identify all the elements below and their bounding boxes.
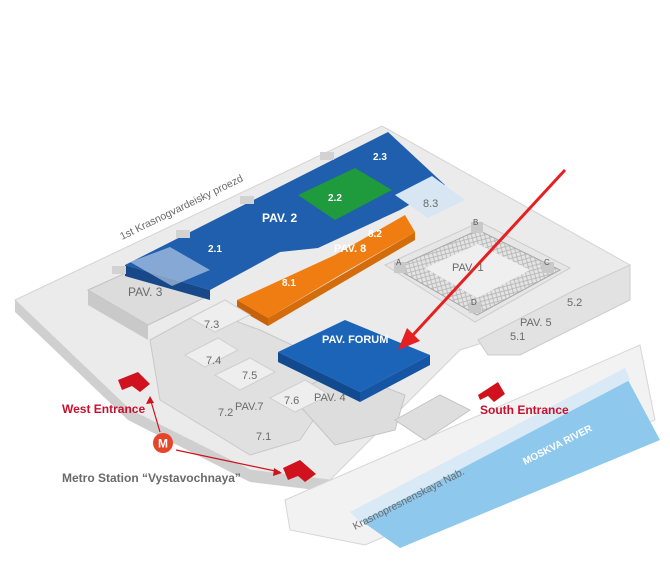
- pointer-arrow-head: [398, 328, 420, 350]
- pav1-tower-d: D: [471, 298, 477, 307]
- pavilion-8-front: [237, 300, 268, 326]
- metro-logo-icon[interactable]: [153, 433, 173, 453]
- pavilion-forum[interactable]: [278, 320, 430, 392]
- hall-8-1-label: 8.1: [282, 278, 296, 289]
- pointer-arrow-line: [410, 168, 567, 338]
- pavilion-8-front-right: [268, 232, 415, 326]
- metro-entrance-marker[interactable]: [283, 460, 316, 482]
- pavilion-8[interactable]: [237, 215, 415, 318]
- hall-8-2-label: 8.2: [368, 229, 382, 240]
- roof-unit: [320, 152, 334, 160]
- south-entrance-marker[interactable]: [478, 382, 505, 402]
- pavilion-2[interactable]: [125, 132, 445, 290]
- west-entrance-label[interactable]: West Entrance: [62, 402, 145, 416]
- pav2-label: PAV. 2: [262, 211, 297, 225]
- pav1-label: PAV. 1: [452, 262, 484, 274]
- roof-unit: [112, 266, 126, 274]
- hall-7-3-label: 7.3: [204, 319, 219, 331]
- metro-logo-letter: M: [158, 437, 168, 451]
- metro-path-west: [149, 397, 161, 433]
- south-building: [394, 394, 471, 441]
- metro-station-label[interactable]: Metro Station “Vystavochnaya”: [62, 471, 241, 485]
- metro-path-east: [175, 449, 281, 473]
- roof-unit: [176, 230, 190, 238]
- hall-2-2[interactable]: [298, 168, 392, 220]
- hall-7-6-label: 7.6: [284, 395, 299, 407]
- pavilion-1-tower: [394, 262, 406, 273]
- hall-2-2-label: 2.2: [328, 193, 342, 204]
- pavilion-1-inner: [425, 244, 530, 298]
- pavilion-1-tower: [469, 302, 481, 313]
- pavilion-forum-right-face: [360, 355, 430, 402]
- hall-7-4-label: 7.4: [206, 355, 221, 367]
- pav7-label: PAV.7: [235, 401, 264, 413]
- hall-7-6-roof: [268, 379, 332, 413]
- pav1-tower-a: A: [396, 258, 402, 267]
- pavilion-2-light-band: [130, 247, 210, 286]
- river-bank-highlight: [350, 368, 630, 522]
- hall-5-2-label: 5.2: [567, 297, 582, 309]
- pavilion-1-tower: [471, 222, 483, 233]
- hall-7-4-roof: [183, 337, 240, 368]
- hall-2-3-label: 2.3: [373, 152, 387, 163]
- pav5-label: PAV. 5: [520, 317, 552, 329]
- pavilion-forum-left-face: [278, 352, 360, 402]
- hall-8-3[interactable]: [395, 176, 465, 218]
- metro-path-west-head: [146, 396, 154, 404]
- metro-path-east-head: [273, 468, 282, 476]
- west-entrance-marker[interactable]: [118, 372, 150, 392]
- hall-7-5-label: 7.5: [242, 370, 257, 382]
- pavilion-1-tower: [542, 262, 554, 273]
- hall-8-3-label: 8.3: [423, 198, 438, 210]
- hall-7-2-label: 7.2: [218, 407, 233, 419]
- hall-2-1-label: 2.1: [208, 244, 222, 255]
- pavilion-5[interactable]: [477, 264, 631, 356]
- south-entrance-label[interactable]: South Entrance: [480, 403, 569, 417]
- hall-7-5-roof: [213, 357, 277, 391]
- moskva-river: [360, 380, 660, 548]
- pav3-label: PAV. 3: [128, 285, 163, 299]
- roof-unit: [240, 196, 254, 204]
- pavilion-3-side: [88, 290, 148, 340]
- pav4-label: PAV. 4: [314, 392, 346, 404]
- hall-5-1-label: 5.1: [510, 331, 525, 343]
- forum-label: PAV. FORUM: [322, 334, 388, 346]
- hall-7-1-label: 7.1: [256, 431, 271, 443]
- pav8-label: PAV. 8: [334, 243, 366, 255]
- hall-7-3-roof: [188, 299, 252, 333]
- pav1-tower-b: B: [473, 218, 478, 227]
- pav1-tower-c: C: [544, 258, 550, 267]
